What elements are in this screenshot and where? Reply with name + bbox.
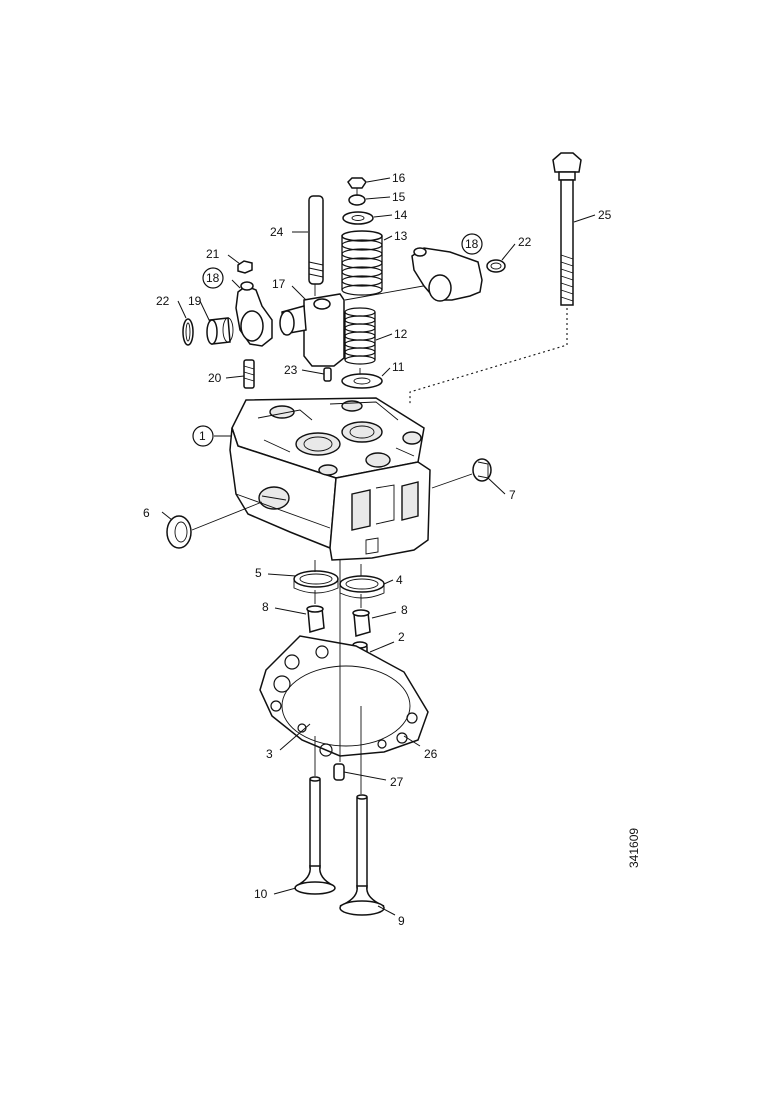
part-1-cylinder-head <box>229 397 431 561</box>
label-17: 17 <box>272 277 286 291</box>
part-4-valve-seat-ring <box>339 575 385 599</box>
part-15-valve-keeper <box>348 194 366 206</box>
label-2: 2 <box>398 630 405 644</box>
part-10-inlet-valve <box>294 776 336 895</box>
label-25: 25 <box>598 208 612 222</box>
label-3: 3 <box>266 747 273 761</box>
label-23: 23 <box>284 363 298 377</box>
label-26: 26 <box>424 747 438 761</box>
label-5: 5 <box>255 566 262 580</box>
label-27: 27 <box>390 775 404 789</box>
part-22-circlip-right <box>486 259 506 273</box>
part-19-rocker-bushing <box>206 317 234 345</box>
label-18-left: 18 <box>206 271 220 285</box>
part-24-stud <box>308 195 324 285</box>
label-16: 16 <box>392 171 406 185</box>
part-27-dowel-sleeve <box>333 763 345 781</box>
label-4: 4 <box>396 573 403 587</box>
label-15: 15 <box>392 190 406 204</box>
part-18-rocker-arm-right <box>411 247 483 302</box>
part-25-cylinder-head-bolt <box>552 152 582 306</box>
label-7: 7 <box>509 488 516 502</box>
label-leader-lines <box>161 177 596 916</box>
reference-code: 341609 <box>627 828 641 868</box>
seal-6-leader <box>191 501 263 531</box>
part-8-valve-stem-seal-left <box>306 605 325 633</box>
label-22-left: 22 <box>156 294 170 308</box>
label-1: 1 <box>199 429 206 443</box>
label-14: 14 <box>394 208 408 222</box>
label-13: 13 <box>394 229 408 243</box>
label-12: 12 <box>394 327 408 341</box>
label-18-right: 18 <box>465 237 479 251</box>
label-8-right: 8 <box>401 603 408 617</box>
part-16-valve-cap <box>347 177 367 189</box>
label-18-left-circle <box>202 267 224 289</box>
label-1-circle <box>192 425 214 447</box>
part-12-inner-valve-spring <box>344 307 376 365</box>
label-11: 11 <box>392 360 405 374</box>
label-20: 20 <box>208 371 222 385</box>
part-26-head-gasket <box>259 635 429 757</box>
part-5-valve-seat-ring <box>293 570 339 594</box>
part-11-spring-seat <box>341 373 383 389</box>
label-18-right-circle <box>461 233 483 255</box>
part-22-circlip-left <box>182 318 194 346</box>
label-10: 10 <box>254 887 268 901</box>
plug-7-leader <box>431 473 473 489</box>
part-17-rocker-bracket <box>279 293 345 367</box>
label-21: 21 <box>206 247 220 261</box>
label-8-left: 8 <box>262 600 269 614</box>
part-6-sealing-ring <box>166 515 192 549</box>
label-19: 19 <box>188 294 202 308</box>
assembly-center-lines <box>314 188 362 794</box>
label-24: 24 <box>270 225 284 239</box>
part-20-adjusting-screw <box>243 359 255 389</box>
part-14-spring-retainer <box>342 211 374 225</box>
part-7-plug <box>472 458 492 482</box>
part-18-rocker-arm-left <box>235 281 273 347</box>
bolt-25-assembly-line <box>409 308 568 405</box>
part-21-adjusting-nut <box>237 260 253 274</box>
part-8-valve-stem-seal-right <box>352 609 371 637</box>
part-23-dowel-pin <box>323 367 332 382</box>
label-9: 9 <box>398 914 405 928</box>
part-13-valve-spring <box>341 230 383 296</box>
label-6: 6 <box>143 506 150 520</box>
label-22-right: 22 <box>518 235 532 249</box>
part-9-exhaust-valve <box>339 794 385 916</box>
